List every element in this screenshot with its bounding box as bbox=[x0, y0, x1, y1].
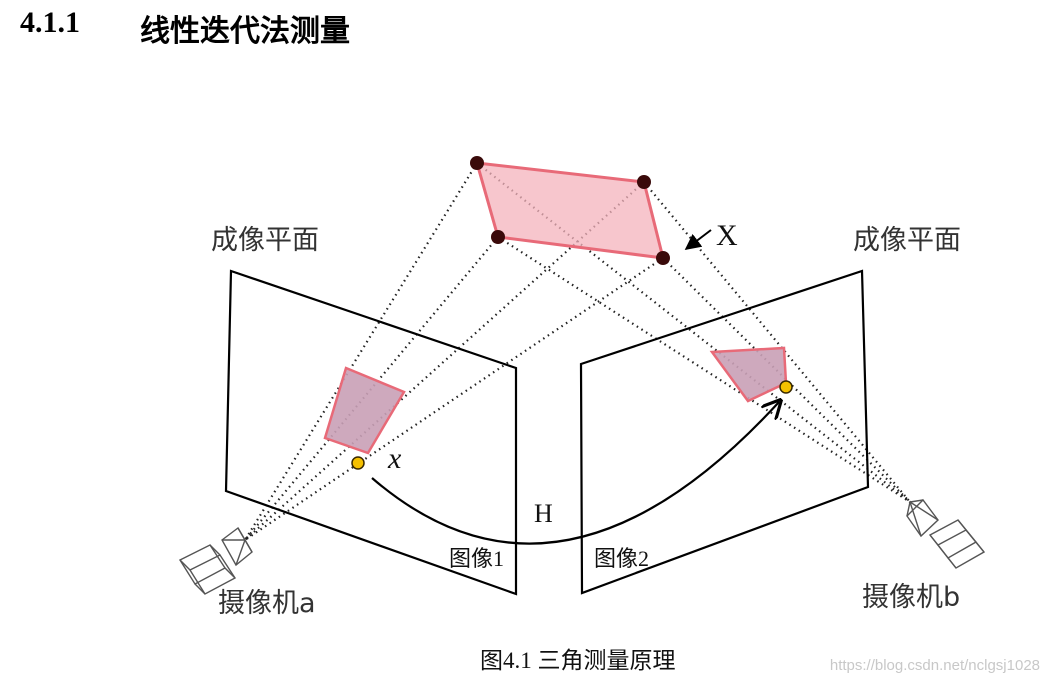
world-point-4 bbox=[656, 251, 670, 265]
world-polygon bbox=[474, 161, 665, 260]
section-number: 4.1.1 bbox=[20, 6, 80, 39]
ray-b-3 bbox=[497, 236, 911, 503]
ray-a-4 bbox=[244, 257, 664, 541]
projected-polygon-1 bbox=[323, 366, 406, 455]
plane-left-label: 成像平面 bbox=[211, 225, 319, 256]
projected-polygon-2 bbox=[709, 346, 788, 403]
image-plane-1 bbox=[224, 269, 518, 596]
camera-a-icon bbox=[178, 526, 253, 595]
homography-arrow bbox=[371, 402, 779, 545]
camera-b-label: 摄像机b bbox=[862, 582, 960, 613]
x-pointer-arrow bbox=[684, 229, 712, 250]
section-title: 线性迭代法测量 bbox=[140, 14, 350, 49]
point-3d-label: X bbox=[716, 219, 738, 252]
homography-label: H bbox=[534, 499, 553, 528]
section-heading: 4.1.1 线性迭代法测量 bbox=[0, 0, 1050, 60]
image1-label: 图像1 bbox=[449, 546, 504, 571]
ray-a-1 bbox=[244, 162, 478, 541]
camera-b-icon bbox=[906, 498, 986, 569]
image-point-x bbox=[351, 456, 365, 470]
world-point-3 bbox=[491, 230, 505, 244]
ray-b-2 bbox=[643, 181, 911, 503]
figure-caption: 图4.1 三角测量原理 bbox=[480, 648, 676, 673]
world-point-1 bbox=[470, 156, 484, 170]
point-2d-label: x bbox=[387, 442, 402, 475]
camera-a-label: 摄像机a bbox=[218, 588, 316, 619]
plane-right-label: 成像平面 bbox=[853, 225, 961, 256]
watermark-text: https://blog.csdn.net/nclgsj1028 bbox=[830, 657, 1040, 674]
world-point-2 bbox=[637, 175, 651, 189]
image-plane-2 bbox=[579, 269, 870, 595]
image2-label: 图像2 bbox=[594, 546, 649, 571]
image-point-x-prime bbox=[779, 380, 793, 394]
